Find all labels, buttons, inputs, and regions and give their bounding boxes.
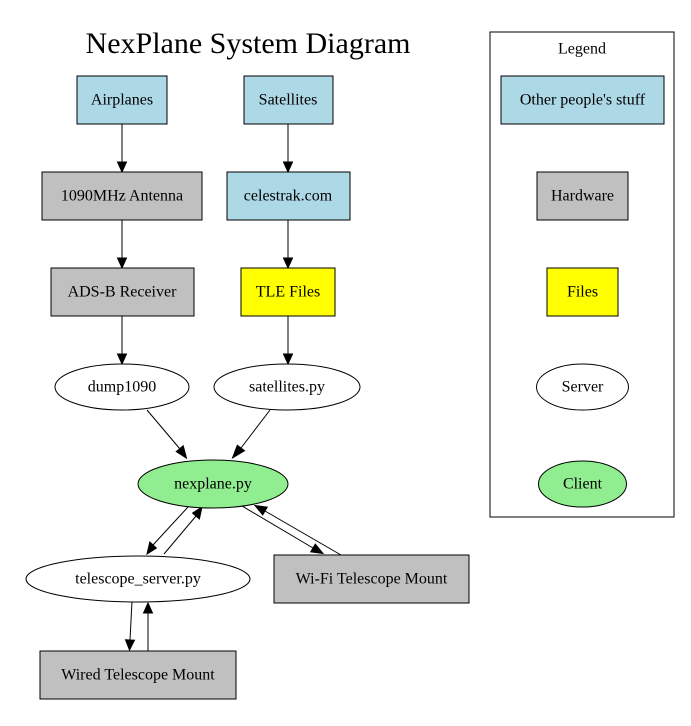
edges: [116, 124, 342, 652]
edge-nexplane-py-to-telescope-server-py: [146, 506, 189, 556]
edge-celestrak-to-tle-files: [282, 220, 294, 270]
node-telescope-server-py[interactable]: telescope_server.py: [25, 555, 251, 603]
node-adsb-receiver[interactable]: ADS-B Receiver: [50, 267, 195, 317]
node-nexplane-py-ellipse: [137, 459, 289, 509]
node-airplanes-box: [76, 75, 168, 125]
legend-swatch-client: [538, 460, 627, 508]
edge-telescope-server-py-to-wired-mount: [124, 600, 136, 652]
legend-item-files: Files: [546, 267, 619, 317]
node-satellites-py[interactable]: satellites.py: [213, 363, 361, 411]
node-wifi-mount-label: Wi-Fi Telescope Mount: [296, 571, 448, 588]
legend-item-other-peoples-stuff: Other people's stuff: [500, 75, 665, 125]
node-wifi-mount[interactable]: Wi-Fi Telescope Mount: [273, 554, 470, 604]
edge-adsb-receiver-to-dump1090: [116, 316, 128, 366]
node-adsb-receiver-box: [50, 267, 195, 317]
node-antenna-box: [41, 171, 203, 221]
legend-swatch-server: [536, 363, 629, 411]
edge-telescope-server-py-to-nexplane-py: [163, 505, 203, 555]
edge-airplanes-to-antenna: [116, 124, 128, 174]
node-satellites-label: Satellites: [259, 92, 318, 109]
node-telescope-server-py-label: telescope_server.py: [75, 571, 201, 588]
edge-antenna-to-adsb-receiver: [116, 220, 128, 270]
legend-frame: [489, 31, 675, 518]
node-satellites-box: [243, 75, 334, 125]
node-tle-files-box: [240, 267, 336, 317]
legend-swatch-other-peoples-stuff: [500, 75, 665, 125]
edge-dump1090-to-nexplane-py: [146, 409, 188, 460]
node-dump1090[interactable]: dump1090: [54, 363, 190, 411]
node-celestrak-label: celestrak.com: [244, 188, 333, 205]
node-satellites-py-label: satellites.py: [249, 379, 325, 396]
legend-item-server: Server: [536, 363, 629, 411]
legend-label-files: Files: [567, 284, 598, 301]
node-satellites-py-ellipse: [213, 363, 361, 411]
diagram-title: NexPlane System Diagram: [86, 27, 411, 60]
node-celestrak[interactable]: celestrak.com: [226, 171, 351, 221]
edge-satellites-to-celestrak: [282, 124, 294, 174]
legend-label-server: Server: [562, 379, 604, 396]
legend-swatch-hardware: [536, 171, 629, 221]
legend: Legend Other people's stuff Hardware Fil…: [489, 31, 675, 518]
node-wired-mount-box: [39, 650, 237, 700]
node-tle-files[interactable]: TLE Files: [240, 267, 336, 317]
node-wired-mount-label: Wired Telescope Mount: [61, 667, 215, 684]
legend-label-client: Client: [563, 476, 603, 493]
node-wired-mount[interactable]: Wired Telescope Mount: [39, 650, 237, 700]
nodes: Airplanes Satellites 1090MHz Antenna cel…: [25, 75, 470, 700]
node-antenna-label: 1090MHz Antenna: [61, 188, 183, 205]
legend-label-other-peoples-stuff: Other people's stuff: [520, 92, 646, 109]
node-dump1090-ellipse: [54, 363, 190, 411]
node-dump1090-label: dump1090: [88, 379, 156, 396]
node-telescope-server-py-ellipse: [25, 555, 251, 603]
legend-title: Legend: [558, 41, 606, 58]
node-antenna[interactable]: 1090MHz Antenna: [41, 171, 203, 221]
edge-satellites-py-to-nexplane-py: [231, 409, 271, 460]
node-nexplane-py-label: nexplane.py: [174, 476, 252, 493]
node-satellites[interactable]: Satellites: [243, 75, 334, 125]
node-adsb-receiver-label: ADS-B Receiver: [68, 284, 178, 301]
legend-label-hardware: Hardware: [551, 188, 614, 205]
node-nexplane-py[interactable]: nexplane.py: [137, 459, 289, 509]
node-tle-files-label: TLE Files: [256, 284, 320, 301]
node-airplanes-label: Airplanes: [91, 92, 153, 109]
edge-wired-mount-to-telescope-server-py: [142, 601, 154, 651]
node-wifi-mount-box: [273, 554, 470, 604]
edge-nexplane-py-to-wifi-mount: [241, 505, 325, 555]
legend-item-hardware: Hardware: [536, 171, 629, 221]
node-celestrak-box: [226, 171, 351, 221]
legend-item-client: Client: [538, 460, 627, 508]
edge-wifi-mount-to-nexplane-py: [253, 504, 342, 556]
edge-tle-files-to-satellites-py: [282, 316, 294, 366]
legend-swatch-files: [546, 267, 619, 317]
node-airplanes[interactable]: Airplanes: [76, 75, 168, 125]
